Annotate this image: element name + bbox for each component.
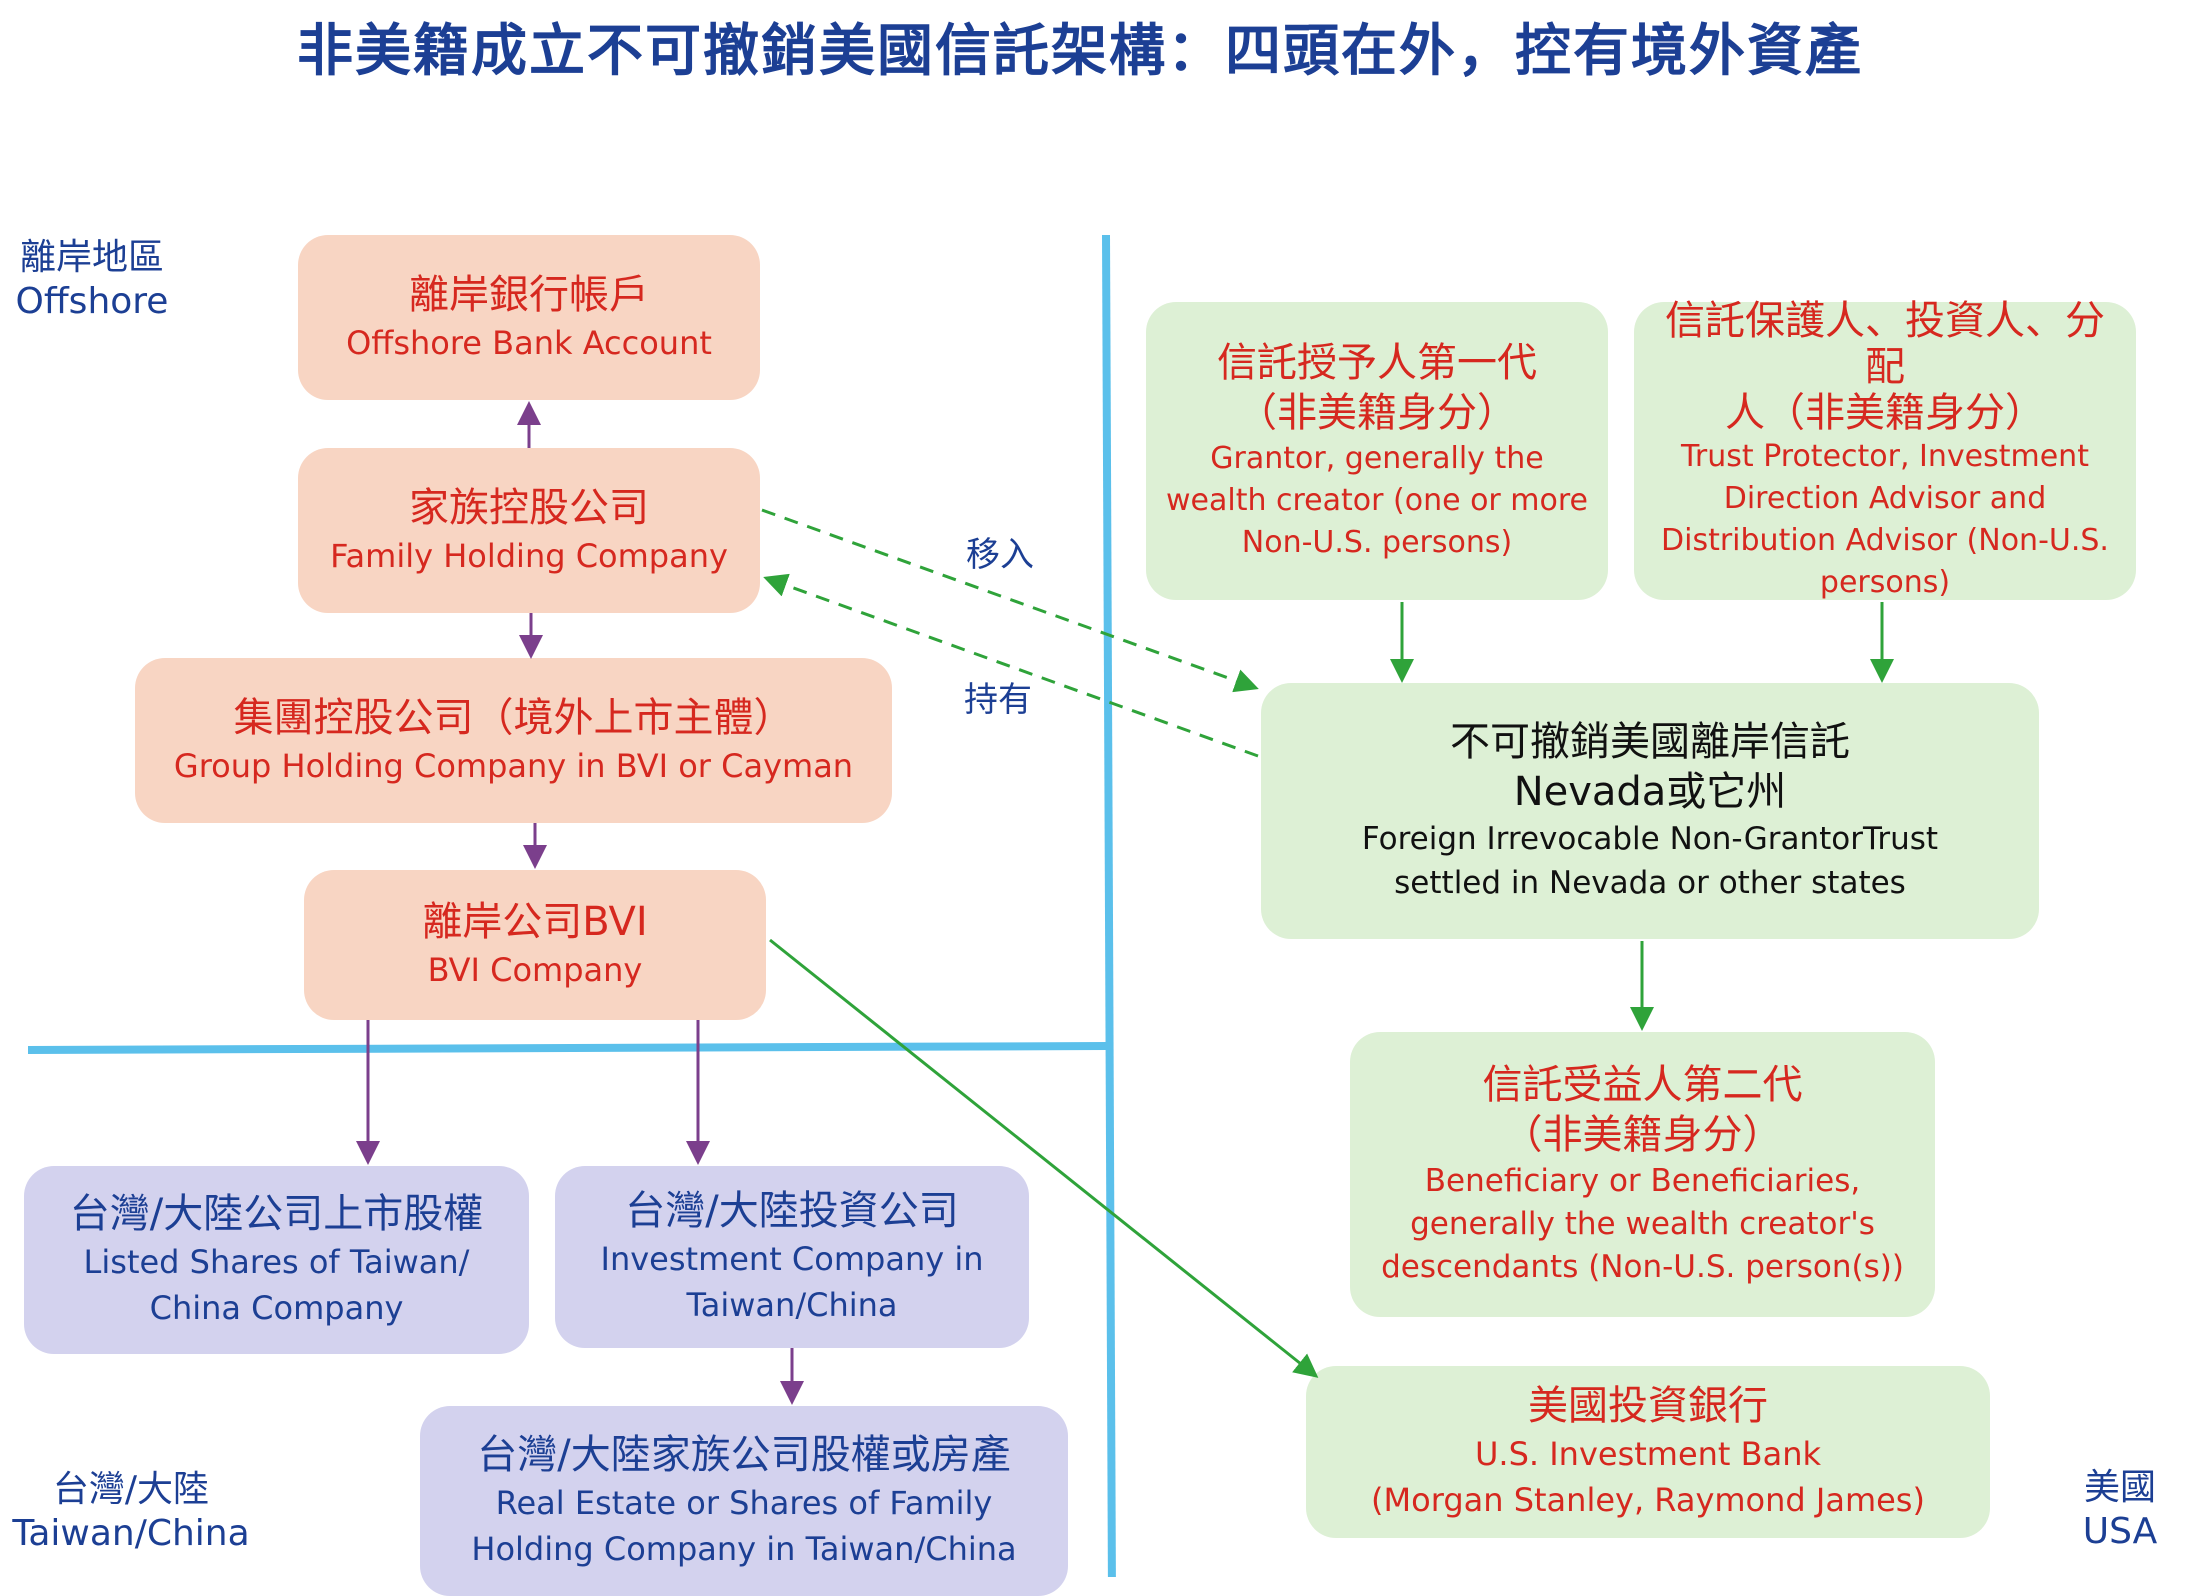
family-holding-company-en: Family Holding Company bbox=[330, 536, 728, 575]
irrevocable-trust-en-line2: settled in Nevada or other states bbox=[1394, 865, 1906, 901]
offshore-bank-account-zh: 離岸銀行帳戶 bbox=[409, 271, 649, 318]
beneficiary-zh-line2: （非美籍身分） bbox=[1502, 1112, 1783, 1158]
edge-label-move-in: 移入 bbox=[966, 535, 1034, 575]
us-investment-bank-en-line1: U.S. Investment Bank bbox=[1474, 1435, 1822, 1473]
grantor-zh-line1: 信託授予人第一代 bbox=[1217, 340, 1537, 386]
irrevocable-trust-box: 不可撤銷美國離岸信託 Nevada或它州 Foreign Irrevocable… bbox=[1261, 683, 2039, 939]
grantor-zh-line2: （非美籍身分） bbox=[1237, 390, 1517, 436]
region-usa-zh: 美國 bbox=[2083, 1467, 2156, 1508]
grantor-en-line3: Non-U.S. persons) bbox=[1241, 525, 1513, 560]
vertical-divider bbox=[1102, 234, 1116, 1577]
region-taiwan-china: 台灣/大陸 Taiwan/China bbox=[6, 1468, 256, 1556]
listed-shares-en-line2: China Company bbox=[149, 1289, 404, 1327]
trust-protector-box: 信託保護人、投資人、分配 人（非美籍身分） Trust Protector, I… bbox=[1634, 298, 2136, 600]
arrow-bvi-to-us-bank bbox=[769, 938, 1319, 1378]
group-holding-company-en: Group Holding Company in BVI or Cayman bbox=[173, 746, 854, 785]
bvi-company-zh: 離岸公司BVI bbox=[422, 899, 648, 945]
region-usa: 美國 USA bbox=[2060, 1466, 2180, 1554]
real-estate-box: 台灣/大陸家族公司股權或房產 Real Estate or Shares of … bbox=[420, 1406, 1068, 1596]
family-holding-company-box: 家族控股公司 Family Holding Company bbox=[298, 448, 760, 613]
region-offshore-zh: 離岸地區 bbox=[19, 237, 164, 278]
real-estate-en-line1: Real Estate or Shares of Family bbox=[495, 1484, 993, 1522]
investment-company-en-line2: Taiwan/China bbox=[686, 1286, 898, 1324]
investment-company-zh: 台灣/大陸投資公司 bbox=[625, 1188, 959, 1234]
investment-company-en-line1: Investment Company in bbox=[600, 1240, 984, 1278]
arrow-hold bbox=[763, 573, 1259, 758]
arrow-move-in bbox=[761, 508, 1259, 693]
listed-shares-en-line1: Listed Shares of Taiwan/ bbox=[83, 1243, 470, 1281]
beneficiary-en-line3: descendants (Non-U.S. person(s)) bbox=[1381, 1249, 1904, 1285]
region-offshore: 離岸地區 Offshore bbox=[6, 236, 178, 324]
irrevocable-trust-zh-line1: 不可撤銷美國離岸信託 bbox=[1450, 719, 1850, 765]
irrevocable-trust-en-line1: Foreign Irrevocable Non-GrantorTrust bbox=[1361, 821, 1939, 857]
horizontal-divider bbox=[27, 1042, 1109, 1054]
region-offshore-en: Offshore bbox=[15, 281, 169, 322]
investment-company-box: 台灣/大陸投資公司 Investment Company in Taiwan/C… bbox=[555, 1166, 1029, 1348]
edge-label-hold: 持有 bbox=[964, 680, 1032, 720]
trust-protector-en-line3: Distribution Advisor (Non-U.S. bbox=[1661, 523, 2109, 558]
trust-protector-en-line1: Trust Protector, Investment bbox=[1681, 439, 2089, 474]
beneficiary-zh-line1: 信託受益人第二代 bbox=[1482, 1062, 1803, 1108]
irrevocable-trust-zh-line2: Nevada或它州 bbox=[1513, 769, 1787, 815]
listed-shares-box: 台灣/大陸公司上市股權 Listed Shares of Taiwan/ Chi… bbox=[24, 1166, 529, 1354]
grantor-box: 信託授予人第一代 （非美籍身分） Grantor, generally the … bbox=[1146, 302, 1608, 600]
grantor-en-line2: wealth creator (one or more bbox=[1165, 483, 1589, 518]
real-estate-zh: 台灣/大陸家族公司股權或房產 bbox=[477, 1432, 1011, 1478]
group-holding-company-box: 集團控股公司（境外上市主體） Group Holding Company in … bbox=[135, 658, 892, 823]
trust-protector-zh-line1: 信託保護人、投資人、分配 bbox=[1665, 298, 2105, 390]
bvi-company-box: 離岸公司BVI BVI Company bbox=[304, 870, 766, 1020]
beneficiary-en-line2: generally the wealth creator's bbox=[1410, 1206, 1875, 1242]
region-taiwan-china-zh: 台灣/大陸 bbox=[52, 1469, 210, 1510]
region-taiwan-china-en: Taiwan/China bbox=[12, 1513, 250, 1554]
bvi-company-en: BVI Company bbox=[427, 951, 643, 989]
us-investment-bank-box: 美國投資銀行 U.S. Investment Bank (Morgan Stan… bbox=[1306, 1366, 1990, 1538]
group-holding-company-zh: 集團控股公司（境外上市主體） bbox=[233, 694, 794, 741]
real-estate-en-line2: Holding Company in Taiwan/China bbox=[471, 1530, 1017, 1568]
listed-shares-zh: 台灣/大陸公司上市股權 bbox=[69, 1191, 484, 1237]
trust-protector-en-line2: Direction Advisor and bbox=[1723, 481, 2047, 516]
region-usa-en: USA bbox=[2082, 1511, 2158, 1552]
beneficiary-box: 信託受益人第二代 （非美籍身分） Beneficiary or Benefici… bbox=[1350, 1032, 1935, 1317]
us-investment-bank-en-line2: (Morgan Stanley, Raymond James) bbox=[1371, 1481, 1925, 1519]
diagram-title: 非美籍成立不可撤銷美國信託架構：四頭在外，控有境外資產 bbox=[297, 19, 1863, 84]
beneficiary-en-line1: Beneficiary or Beneficiaries, bbox=[1424, 1163, 1861, 1199]
offshore-bank-account-en: Offshore Bank Account bbox=[346, 323, 712, 362]
grantor-en-line1: Grantor, generally the bbox=[1210, 441, 1544, 476]
family-holding-company-zh: 家族控股公司 bbox=[409, 484, 649, 531]
trust-protector-en-line4: persons) bbox=[1819, 565, 1951, 600]
us-investment-bank-zh: 美國投資銀行 bbox=[1528, 1383, 1768, 1429]
trust-protector-zh-line2: 人（非美籍身分） bbox=[1725, 390, 2045, 436]
offshore-bank-account-box: 離岸銀行帳戶 Offshore Bank Account bbox=[298, 235, 760, 400]
